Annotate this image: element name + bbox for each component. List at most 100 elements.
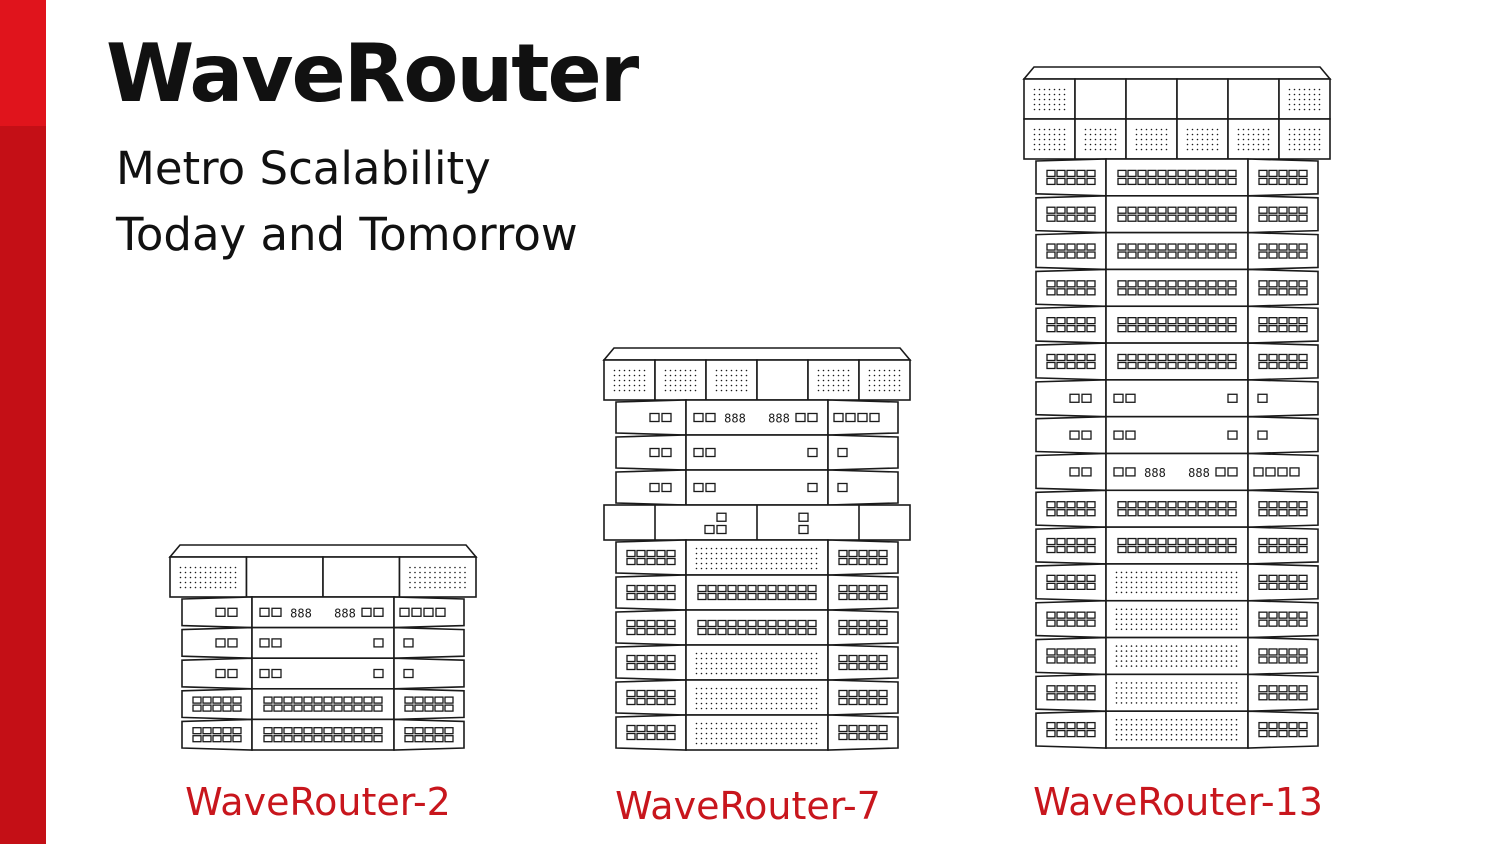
module-4-card-ports-right-wing (1247, 305, 1319, 344)
module-0-card-ports-left-wing (1035, 158, 1107, 197)
module-1-control-center (685, 434, 829, 471)
module-1-card-ports-center-ports (1117, 206, 1237, 222)
module-10-card-ports-center-ports (1117, 537, 1237, 554)
module-5-card-ports-right-wing (827, 574, 899, 611)
module-3-card-ports-left-ports (1046, 280, 1096, 296)
module-8-control-wide-center (1105, 452, 1249, 492)
fan-tray-lower-vent-2 (1135, 128, 1168, 151)
module-9-card-ports-center (1105, 489, 1249, 528)
module-8-control-wide-right-wing (1247, 452, 1319, 492)
module-14-card-mesh-mesh (1115, 682, 1238, 704)
module-8-card-mesh-right-ports (838, 689, 888, 706)
product-label-waverouter-2: WaveRouter-2 (185, 780, 451, 824)
fan-tray-lower-vent-4 (1237, 128, 1270, 151)
fan-tray-lower-vent-0 (1033, 128, 1066, 151)
module-6-control-right-wing (1247, 379, 1319, 418)
module-4-card-ports-left-ports (192, 727, 242, 743)
module-2-control-center-ports (693, 482, 716, 493)
module-2-control-right-wing (827, 469, 899, 506)
module-1-card-ports-left-wing (1035, 194, 1107, 234)
fan-tray-lower-vent-1 (1084, 128, 1117, 151)
module-0-control-wide-center (685, 399, 829, 436)
module-6-card-ports-left-wing (615, 609, 687, 646)
module-7-card-mesh-left-wing (615, 644, 687, 681)
module-0-card-ports-center (1105, 158, 1249, 197)
fan-tray-vent-5 (868, 369, 901, 392)
module-3-card-ports-right-ports (1258, 280, 1308, 296)
module-7-control-center (1105, 415, 1249, 455)
module-3-switch-fabric-led-c (798, 512, 809, 522)
module-7-card-mesh-mesh (695, 652, 818, 675)
module-0-control-wide-wing-ports (399, 607, 446, 617)
module-1-card-ports-right-wing (1247, 194, 1319, 234)
module-1-control-wing-port (403, 638, 414, 648)
fan-tray-vent-3 (409, 566, 466, 589)
fan-tray-slot-0 (169, 556, 248, 598)
module-8-control-wide-right-ports (1215, 467, 1238, 477)
module-2-control-center (251, 657, 395, 690)
module-4-card-mesh-right-wing (827, 539, 899, 576)
module-3-card-ports-center-ports (263, 696, 383, 712)
module-6-card-ports-right-ports (838, 619, 888, 636)
module-6-control-left-leds (1069, 393, 1092, 403)
module-0-control-wide-center-ports (693, 412, 716, 423)
module-11-card-mesh-left-ports (1046, 574, 1096, 590)
module-7-control-left-leds (1069, 430, 1092, 440)
module-5-card-ports-left-ports (1046, 353, 1096, 370)
module-0-card-ports-left-ports (1046, 169, 1096, 186)
module-3-card-ports-center-ports (1117, 280, 1237, 296)
fan-tray-vent-1 (664, 369, 697, 392)
module-0-control-wide-right-ports (361, 607, 384, 617)
module-1-control-left-leds (649, 447, 672, 458)
module-12-card-mesh-left-ports (1046, 611, 1096, 627)
module-2-control-wing-port (837, 482, 848, 493)
module-0-control-wide-glyph-b: 888 (334, 606, 356, 620)
module-8-card-mesh-mesh (695, 687, 818, 710)
module-0-card-ports-right-wing (1247, 158, 1319, 197)
module-0-control-wide-glyph-b: 888 (768, 412, 790, 426)
fan-tray-slot-1 (1074, 78, 1127, 120)
module-13-card-mesh-right-ports (1258, 648, 1308, 664)
module-13-card-mesh-right-wing (1247, 636, 1319, 676)
module-5-card-ports-left-ports (626, 584, 676, 601)
module-4-card-ports-left-ports (1046, 317, 1096, 333)
module-3-card-ports-right-ports (404, 696, 454, 712)
module-8-card-mesh-left-wing (615, 679, 687, 716)
fan-tray-slot-1 (245, 556, 324, 598)
slide-subtitle: Metro Scalability Today and Tomorrow (116, 136, 578, 268)
module-1-control-right-port (807, 447, 818, 458)
module-0-control-wide-left-wing (181, 596, 253, 629)
module-8-control-wide-wing-ports (1253, 467, 1300, 477)
module-8-control-wide-left-wing (1035, 452, 1107, 492)
slide-title: WaveRouter (106, 27, 639, 120)
module-14-card-mesh-right-wing (1247, 673, 1319, 713)
module-3-switch-fabric-led-a (716, 512, 727, 522)
chassis-lid (602, 347, 912, 361)
accent-bar-highlight (0, 0, 46, 126)
module-3-card-ports-left-ports (192, 696, 242, 712)
module-9-card-mesh-right-ports (838, 724, 888, 741)
module-5-card-ports-right-ports (838, 584, 888, 601)
module-0-control-wide-center-ports (259, 607, 282, 617)
chassis-lid (1022, 66, 1332, 80)
module-5-card-ports-center (1105, 342, 1249, 381)
module-5-card-ports-right-ports (1258, 353, 1308, 370)
module-2-card-ports-left-ports (1046, 243, 1096, 259)
module-2-control-left-leds (215, 668, 238, 679)
fan-tray-vent-0 (1033, 88, 1066, 111)
accent-bar (0, 0, 46, 844)
module-6-control-wing-port (1257, 393, 1268, 403)
fan-tray-slot-4 (1227, 78, 1280, 120)
module-6-card-ports-right-wing (827, 609, 899, 646)
module-11-card-mesh-right-ports (1258, 574, 1308, 590)
chassis-lid (168, 544, 478, 558)
product-label-waverouter-13: WaveRouter-13 (1033, 780, 1323, 824)
module-15-card-mesh-left-ports (1046, 721, 1096, 738)
module-12-card-mesh-mesh (1115, 608, 1238, 631)
module-5-card-ports-left-wing (615, 574, 687, 611)
module-13-card-mesh-mesh (1115, 645, 1238, 667)
module-6-control-center-ports (1113, 393, 1136, 403)
module-2-control-wing-port (403, 668, 414, 679)
module-2-card-ports-center (1105, 231, 1249, 271)
